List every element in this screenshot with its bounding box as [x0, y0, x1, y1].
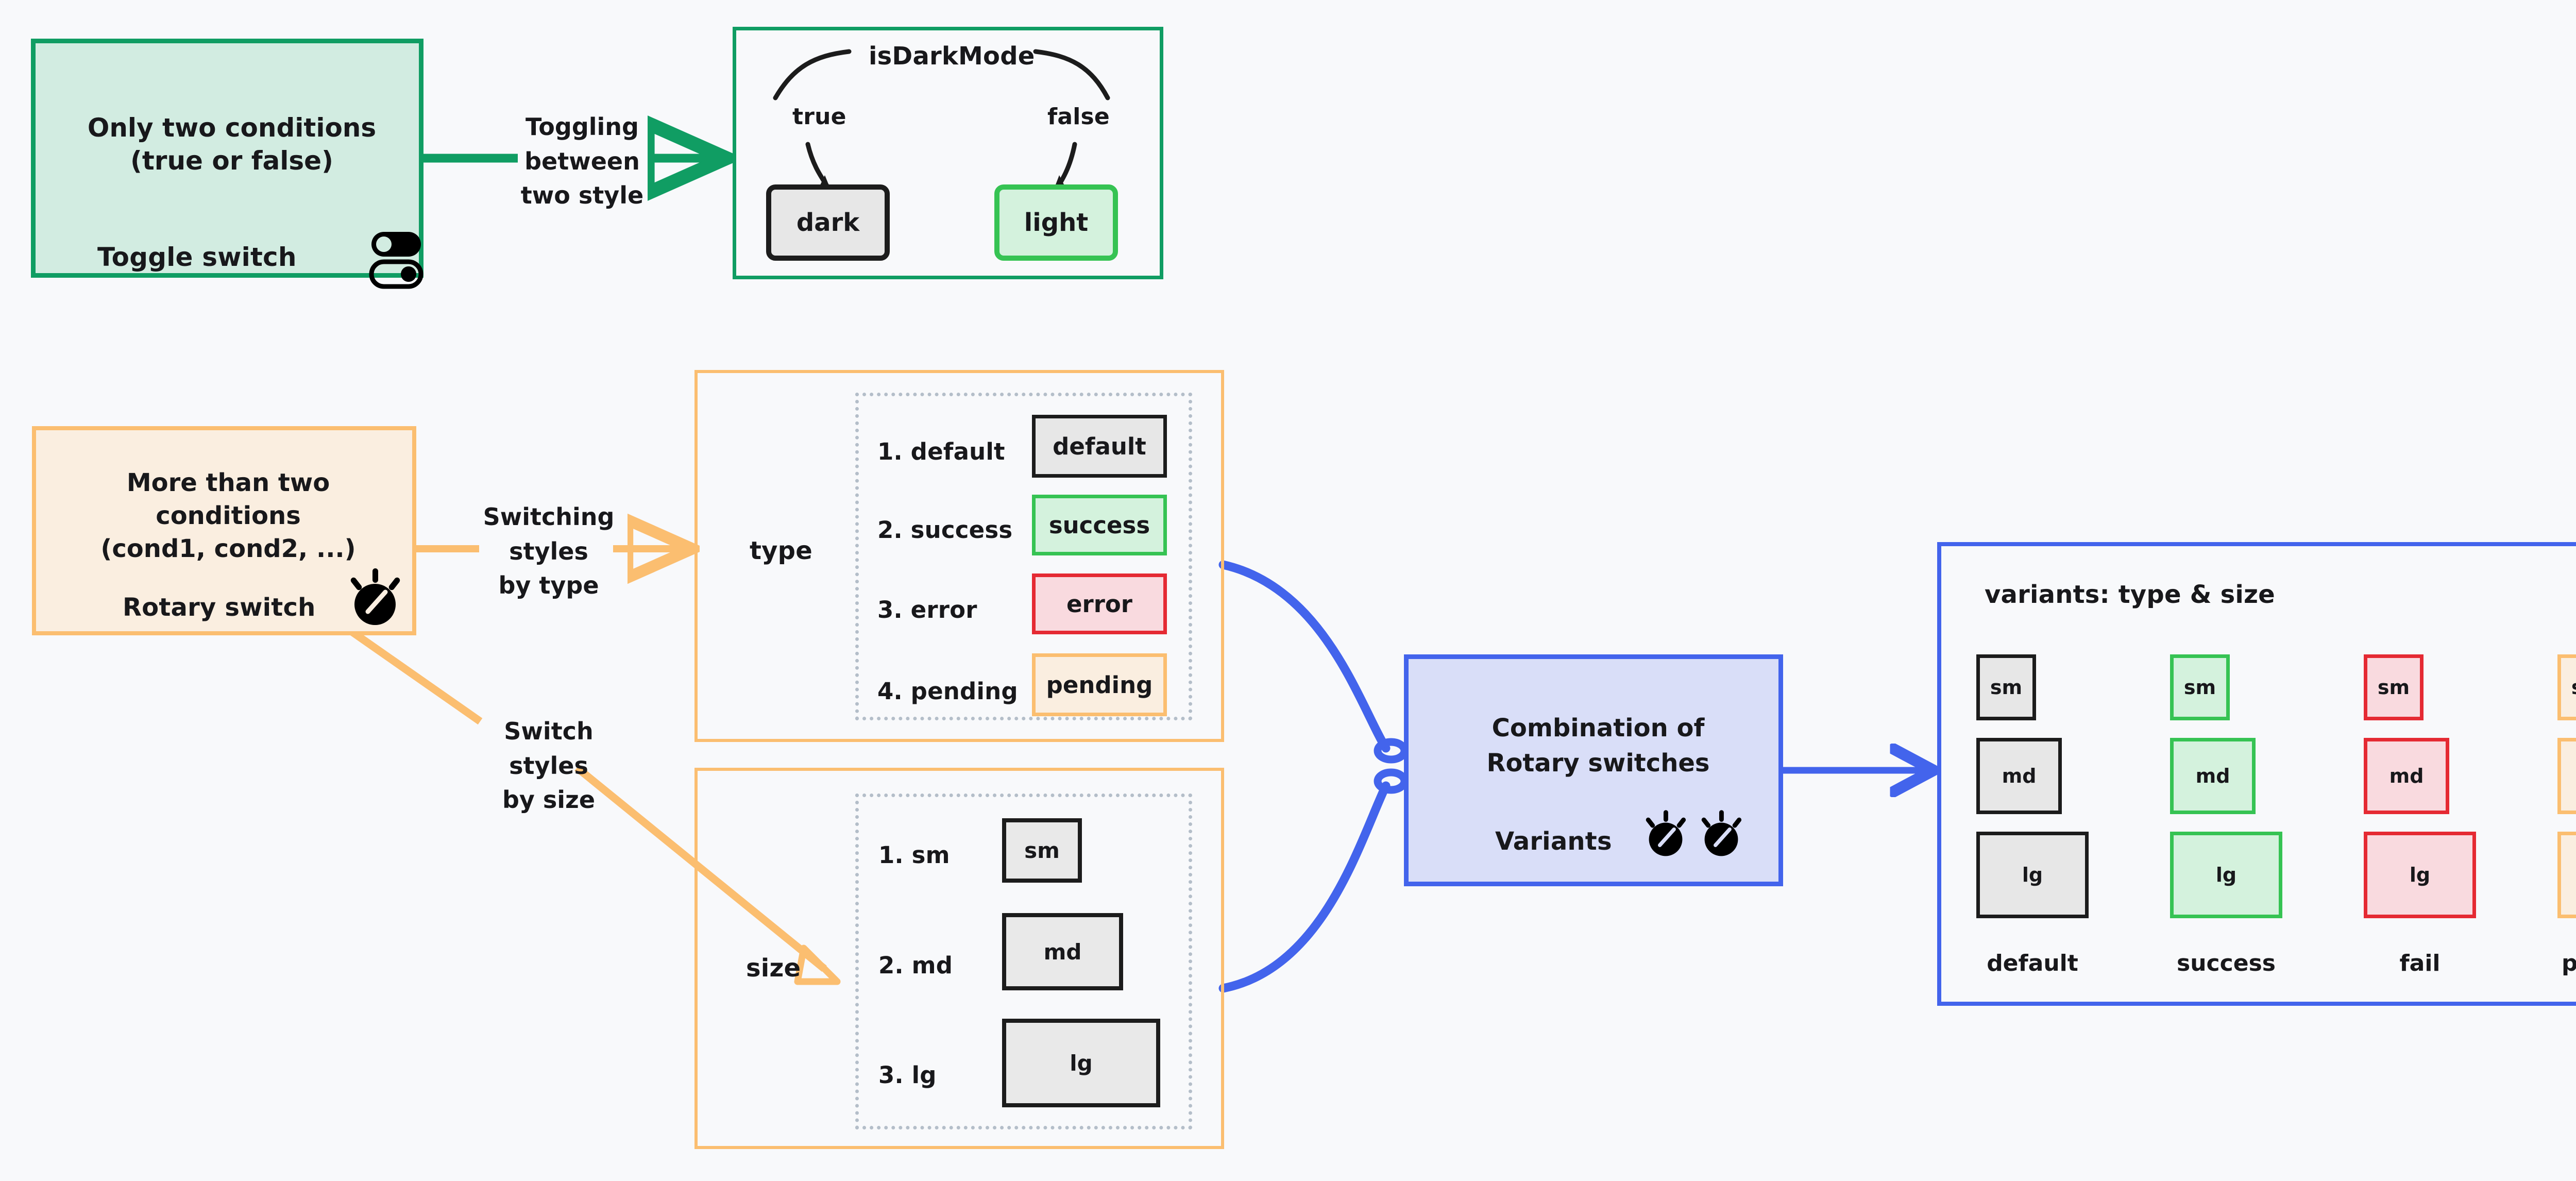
type-items-dotted-frame	[855, 393, 1192, 720]
branch-true-label: true	[792, 104, 846, 130]
type-panel-title: type	[750, 536, 812, 565]
node-light: light	[994, 184, 1118, 261]
edge-type-to-combination	[1218, 560, 1409, 764]
toggle-card-line2: (true or false)	[130, 146, 333, 176]
combination-card: Combination of Rotary switches Variants	[1404, 654, 1783, 886]
type-item-index-1: 2. success	[877, 516, 1013, 544]
size-item-index-0: 1. sm	[878, 841, 950, 869]
rotary-card-line2: conditions	[156, 501, 301, 530]
rotary-switch-icon	[350, 568, 400, 625]
dark-mode-condition-label: isDarkMode	[869, 42, 1035, 71]
variant-cell-default-sm: sm	[1976, 654, 2036, 720]
rotary-card-label: Rotary switch	[123, 593, 316, 622]
variant-cell-success-md: md	[2170, 738, 2256, 814]
variants-panel	[1937, 542, 2576, 1006]
type-item-chip-error: error	[1032, 573, 1167, 634]
rotary-card-line1: More than two	[126, 468, 330, 497]
variant-cell-default-lg: lg	[1976, 832, 2089, 918]
node-dark: dark	[766, 184, 890, 261]
size-panel	[694, 768, 1224, 1149]
rotary-switch-icon-b	[1701, 810, 1742, 856]
combination-line2: Rotary switches	[1486, 749, 1710, 778]
toggle-switch-card: Only two conditions (true or false) Togg…	[31, 39, 423, 289]
variant-cell-fail-md: md	[2364, 738, 2449, 814]
variant-cell-pending-md: md	[2557, 738, 2576, 814]
type-item-chip-success: success	[1032, 495, 1167, 555]
variants-panel-title: variants: type & size	[1985, 580, 2275, 609]
toggle-edge-label: Toggling between two style	[520, 113, 644, 210]
variant-column-label-fail: fail	[2399, 950, 2441, 976]
dark-mode-panel	[733, 27, 1163, 279]
size-item-index-2: 3. lg	[878, 1061, 937, 1089]
size-item-index-1: 2. md	[878, 952, 953, 979]
edge-size-to-combination	[1218, 768, 1409, 993]
size-item-chip-md: md	[1002, 913, 1123, 990]
branch-false-label: false	[1047, 104, 1110, 130]
type-item-chip-default: default	[1032, 415, 1167, 478]
rotary-card-line3: (cond1, cond2, ...)	[100, 534, 356, 563]
toggle-card-line1: Only two conditions	[87, 113, 377, 143]
variant-cell-fail-lg: lg	[2364, 832, 2476, 918]
variant-cell-success-sm: sm	[2170, 654, 2230, 720]
size-item-chip-sm: sm	[1002, 818, 1082, 883]
rotary-switch-card: More than two conditions (cond1, cond2, …	[32, 426, 416, 635]
size-item-chip-lg: lg	[1002, 1019, 1160, 1107]
size-items-dotted-frame	[855, 794, 1192, 1129]
type-item-index-0: 1. default	[877, 438, 1005, 465]
type-item-index-3: 4. pending	[877, 678, 1018, 705]
variant-cell-default-md: md	[1976, 738, 2062, 814]
rotary-switch-icon-a	[1646, 810, 1686, 856]
toggle-card-label: Toggle switch	[97, 242, 297, 272]
size-edge-label: Switch styles by size	[502, 717, 596, 814]
variant-cell-fail-sm: sm	[2364, 654, 2424, 720]
variant-cell-pending-lg: lg	[2557, 832, 2576, 918]
combination-line1: Combination of	[1492, 714, 1705, 743]
variant-column-label-pending: pending	[2561, 950, 2576, 976]
variant-cell-pending-sm: sm	[2557, 654, 2576, 720]
type-panel	[694, 370, 1224, 742]
size-panel-title: size	[746, 954, 801, 983]
type-item-chip-pending: pending	[1032, 653, 1167, 716]
type-item-index-2: 3. error	[877, 596, 977, 623]
variant-column-label-success: success	[2177, 950, 2276, 976]
combination-label: Variants	[1495, 827, 1612, 856]
type-edge-label: Switching styles by type	[483, 503, 615, 600]
variant-column-label-default: default	[1987, 950, 2078, 976]
toggle-switch-icon	[369, 232, 423, 289]
variant-cell-success-lg: lg	[2170, 832, 2282, 918]
